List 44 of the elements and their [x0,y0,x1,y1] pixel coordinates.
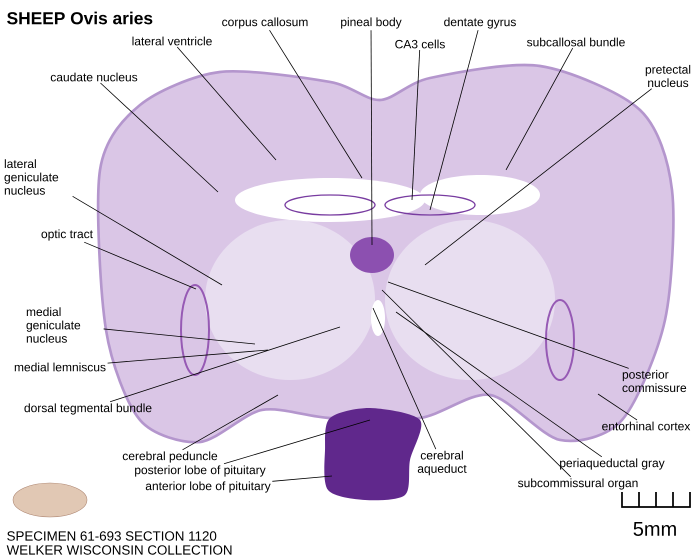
leader-line [110,326,340,402]
part-label: caudate nucleus [50,72,138,82]
part-label: anterior lobe of pituitary [146,481,271,493]
label: SPECIMEN 61-693 SECTION 1120 [7,531,216,541]
leader-line [372,308,436,450]
part-label: dorsal tegmental bundle [24,403,152,415]
leader-line [382,290,572,478]
leader-line [388,282,630,369]
part-label: subcommissural organ [518,478,638,490]
label: WELKER WISCONSIN COLLECTION [6,545,232,555]
leader-line [424,88,652,266]
part-label: dentate gyrus [444,17,516,29]
part-label: posterior commissure [622,370,686,392]
leader-line [506,48,574,170]
part-label: cerebral peduncle [122,451,218,463]
leader-line [72,196,222,286]
part-label: medial geniculate nucleus [26,307,80,343]
part-label: periaqueductal gray [560,458,665,470]
leader-line [176,46,276,160]
leader-line [182,394,278,450]
part-label: corpus callosum [222,17,308,29]
leader-line [430,30,478,210]
leader-line [224,420,370,464]
title: SHEEP Ovis aries [7,12,152,24]
leader-line [412,50,420,200]
part-label: lateral ventricle [132,36,212,46]
part-label: posterior lobe of pituitary [135,465,266,477]
leader-line [396,312,602,458]
part-label: entorhinal cortex [602,422,690,430]
part-label: subcallosal bundle [526,38,625,46]
leader-line [269,30,362,178]
part-label: lateral geniculate nucleus [4,159,58,195]
part-label: optic tract [42,229,93,241]
part-label: CA3 cells [395,40,445,48]
part-label: cerebral aqueduct [418,450,467,476]
leader-line [103,328,256,344]
leader-line [100,82,218,192]
leader-line [84,242,196,290]
part-label: medial lemniscus [14,362,106,372]
leader-line [370,30,372,246]
leader-line [272,476,332,482]
part-label: pineal body [341,17,402,29]
label: 5mm [634,522,676,536]
part-label: pretectal nucleus [646,64,690,88]
